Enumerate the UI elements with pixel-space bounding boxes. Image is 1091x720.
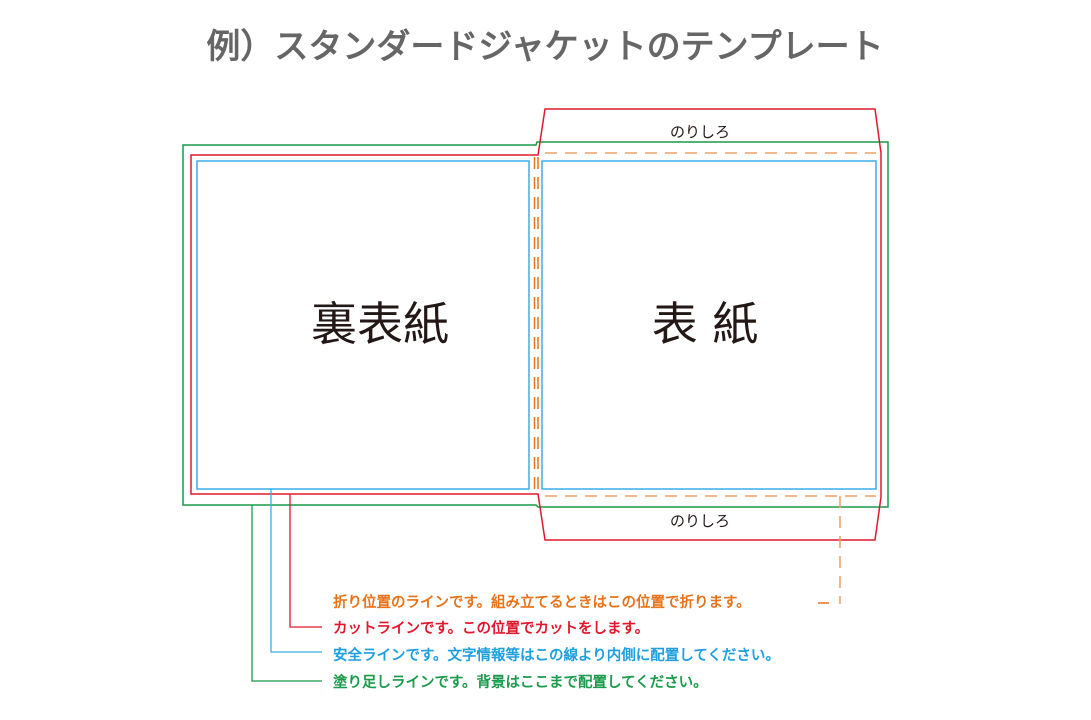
safe-line-back — [196, 160, 530, 490]
glue-flap-top-label: のりしろ — [670, 123, 730, 141]
cut-leader — [289, 494, 322, 628]
legend-fold: 折り位置のラインです。組み立てるときはこの位置で折ります。 — [333, 593, 751, 611]
legend-bleed: 塗り足しラインです。背景はここまで配置してください。 — [333, 673, 708, 691]
bleed-leader — [251, 505, 322, 682]
bleed-line — [182, 141, 889, 508]
legend-cut: カットラインです。この位置でカットをします。 — [333, 619, 649, 637]
legend-safe: 安全ラインです。文字情報等はこの線より内側に配置してください。 — [333, 646, 780, 664]
safe-leader — [270, 489, 322, 653]
back-cover-label: 裏表紙 — [311, 297, 449, 351]
page-title: 例）スタンダードジャケットのテンプレート — [206, 27, 883, 67]
front-cover-label: 表 紙 — [652, 297, 759, 351]
glue-flap-bottom-label: のりしろ — [670, 512, 730, 530]
cut-line — [190, 108, 882, 541]
safe-line-front — [541, 160, 877, 490]
fold-lines — [533, 152, 876, 604]
